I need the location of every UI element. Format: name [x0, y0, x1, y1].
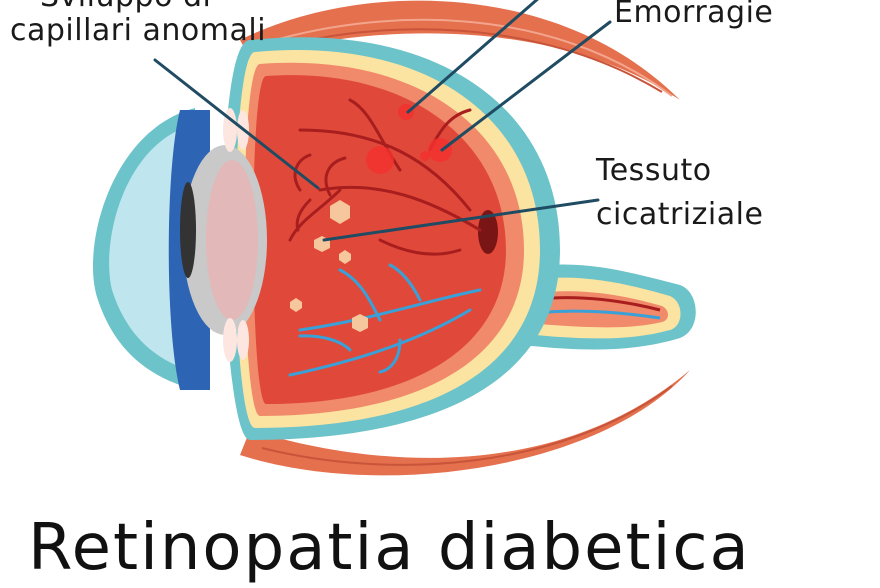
label-scar-line1: Tessuto [596, 153, 712, 188]
hemorrhage-spots [366, 104, 452, 174]
leader-line-hemorrhage-1 [406, 0, 539, 114]
label-capillaries-line2: capillari anomali [10, 13, 267, 48]
label-scar-line2: cicatriziale [596, 197, 764, 232]
eye-cross-section-diagram [92, 0, 696, 476]
front-of-eye [92, 108, 267, 390]
retinal-vessels-blue [288, 263, 482, 377]
leader-lines [153, 0, 612, 242]
page-title: Retinopatia diabetica [28, 511, 751, 585]
leader-line-capillaries [153, 58, 320, 190]
leader-line-hemorrhage-2 [440, 20, 612, 152]
leader-line-scar [322, 198, 600, 242]
label-hemorrhages: Emorragie [614, 0, 774, 30]
label-capillaries-line1: Sviluppo di [40, 0, 211, 16]
eye-muscle-bottom [240, 370, 690, 476]
